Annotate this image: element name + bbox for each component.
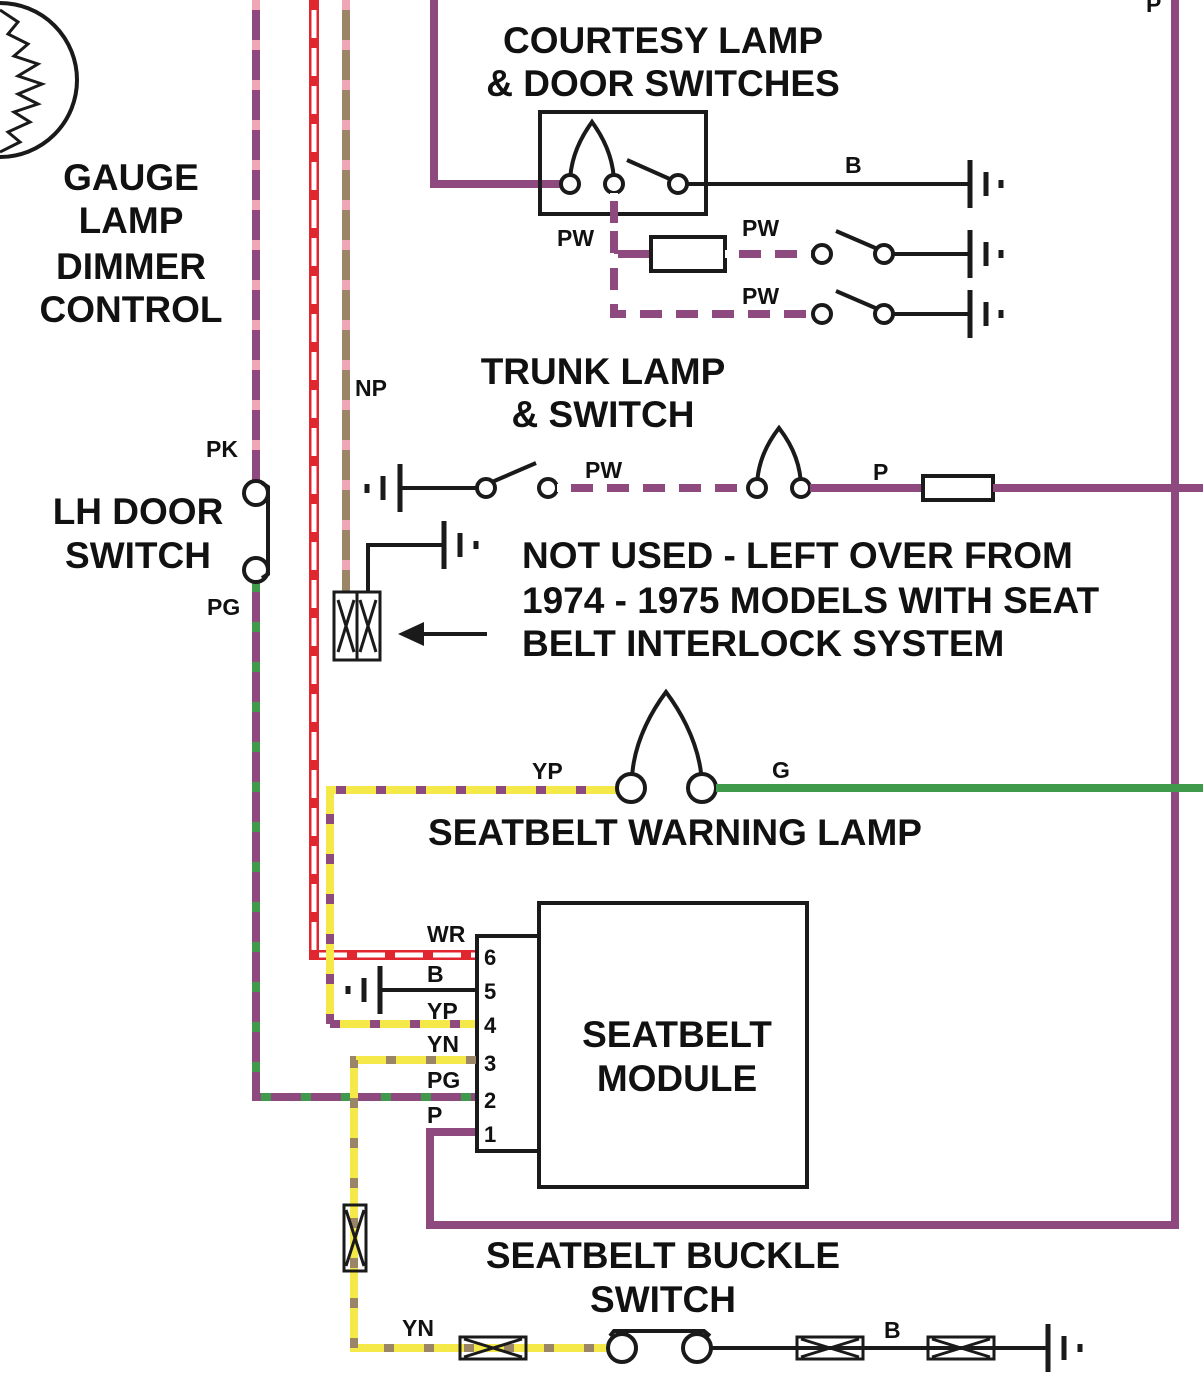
seatbelt-warning-lamp [326, 688, 1203, 1028]
label-lamp-g: G [772, 757, 790, 783]
label-module-b: B [427, 961, 444, 987]
module-pin-6: 6 [484, 945, 496, 970]
module-title-1: SEATBELT [582, 1014, 772, 1055]
lh-door-title-1: LH DOOR [53, 491, 224, 532]
buckle-title-2: SWITCH [590, 1279, 736, 1320]
label-module-p: P [427, 1102, 442, 1128]
not-used-note-1: NOT USED - LEFT OVER FROM [522, 535, 1073, 576]
not-used-note-2: 1974 - 1975 MODELS WITH SEAT [522, 580, 1099, 621]
module-pin-2: 2 [484, 1088, 496, 1113]
trunk-title-2: & SWITCH [512, 394, 695, 435]
label-module-yn: YN [427, 1031, 459, 1057]
label-module-wr: WR [427, 921, 466, 947]
wire-wr [309, 0, 476, 960]
label-trunk-pw: PW [585, 457, 622, 483]
courtesy-lamp-section [430, 0, 1004, 338]
wire-p-right [426, 0, 1179, 1229]
seatbelt-buckle-switch [606, 1324, 1083, 1372]
gauge-title-4: CONTROL [40, 289, 223, 330]
label-np: NP [355, 375, 387, 401]
gauge-dimmer-symbol [0, 1, 79, 159]
module-title-2: MODULE [597, 1058, 757, 1099]
module-pin-4: 4 [484, 1013, 497, 1038]
warning-lamp-title: SEATBELT WARNING LAMP [428, 812, 922, 853]
label-buckle-yn: YN [402, 1315, 434, 1341]
label-courtesy-pw-1: PW [742, 215, 779, 241]
label-module-pg: PG [427, 1067, 460, 1093]
label-top-right-p: P [1146, 0, 1161, 17]
label-courtesy-b: B [845, 152, 862, 178]
label-courtesy-pw-left: PW [557, 225, 594, 251]
module-pin-1: 1 [484, 1122, 496, 1147]
courtesy-title-2: & DOOR SWITCHES [486, 63, 840, 104]
label-module-yp: YP [427, 998, 458, 1024]
label-buckle-b: B [884, 1317, 901, 1343]
not-used-note-3: BELT INTERLOCK SYSTEM [522, 623, 1004, 664]
module-pin-5: 5 [484, 979, 496, 1004]
module-pin-3: 3 [484, 1051, 496, 1076]
label-pg: PG [207, 594, 240, 620]
gauge-title-1: GAUGE [63, 157, 199, 198]
buckle-title-1: SEATBELT BUCKLE [486, 1235, 840, 1276]
lh-door-switch [242, 479, 270, 584]
label-pk: PK [206, 436, 238, 462]
not-used-connector [332, 521, 487, 662]
gauge-title-2: LAMP [79, 200, 184, 241]
seatbelt-module [345, 901, 809, 1189]
label-lamp-yp: YP [532, 758, 563, 784]
label-courtesy-pw-2: PW [742, 283, 779, 309]
lh-door-title-2: SWITCH [65, 535, 211, 576]
wire-yn [342, 1056, 606, 1361]
gauge-title-3: DIMMER [56, 246, 206, 287]
wire-pg [252, 582, 476, 1101]
courtesy-title-1: COURTESY LAMP [503, 20, 823, 61]
trunk-lamp-section [364, 424, 1203, 512]
trunk-title-1: TRUNK LAMP [481, 351, 726, 392]
label-trunk-p: P [873, 459, 888, 485]
